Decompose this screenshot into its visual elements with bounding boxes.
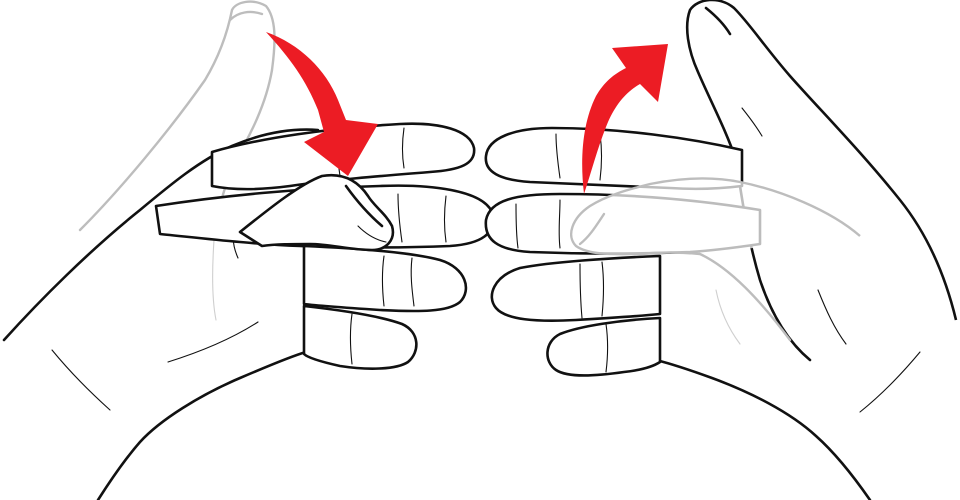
left-thumb-arrow — [266, 32, 378, 176]
left-thumb — [238, 173, 395, 252]
left-wrist-outline — [96, 350, 308, 500]
right-little-finger — [546, 316, 662, 377]
left-hand — [2, 0, 495, 500]
right-thumb-arrow — [582, 44, 668, 194]
left-palm-outline — [2, 128, 320, 342]
left-ring-finger — [302, 244, 468, 313]
right-ring-finger — [490, 254, 662, 322]
right-hand — [484, 0, 958, 500]
left-little-finger — [302, 304, 418, 370]
right-wrist-outline — [654, 358, 872, 500]
right-ghost-thumb — [570, 177, 861, 345]
right-thumb — [685, 0, 958, 321]
